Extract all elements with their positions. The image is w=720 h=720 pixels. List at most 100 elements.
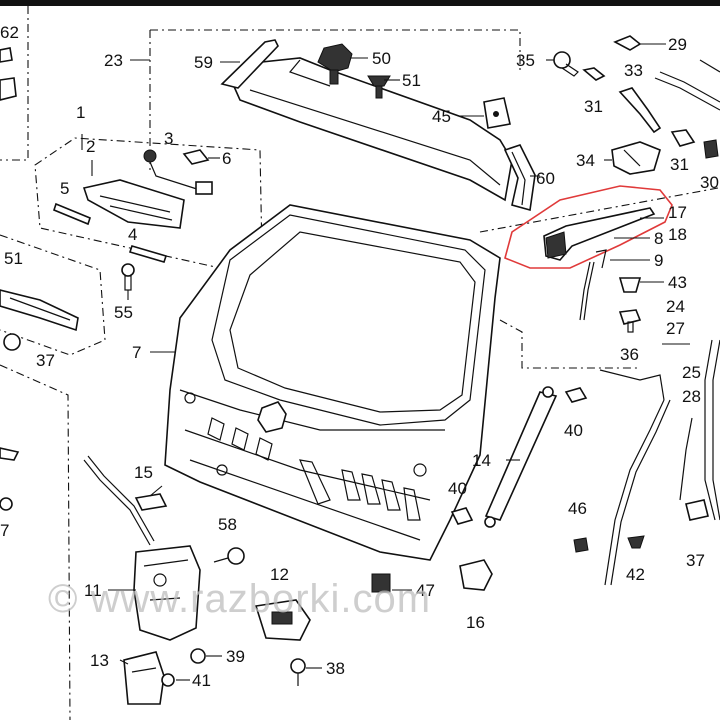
wiper-nozzle-59 [220,39,279,89]
label-11: 11 [84,581,102,600]
label-46: 46 [568,499,587,518]
clip-47 [371,573,391,593]
label-39: 39 [226,647,245,666]
group-box-17 [479,187,719,233]
label-6: 6 [222,149,231,168]
label-62: 62 [0,23,19,42]
label-16: 16 [466,613,485,632]
harness-24 [599,369,671,586]
clip-29 [613,35,642,51]
spoiler-seal-60 [503,144,536,212]
strip-4 [128,245,168,263]
label-8: 8 [654,229,663,248]
clip-51-top [367,75,391,99]
strip-2 [53,202,91,226]
label-2: 2 [86,137,95,156]
label-7-left: 7 [0,521,9,540]
latch-11 [133,545,201,641]
bolt-40-b [450,507,474,525]
label-4: 4 [128,225,137,244]
bolt-58 [213,547,245,565]
label-37-b: 37 [686,551,705,570]
label-38: 38 [326,659,345,678]
group-box-14 [499,319,640,369]
label-17: 17 [668,203,687,222]
stay-14 [484,386,558,528]
label-45: 45 [432,107,451,126]
label-41: 41 [192,671,211,690]
bumper-16 [459,559,493,591]
label-59: 59 [194,53,213,72]
label-51-left: 51 [4,249,23,268]
tailgate-panel [164,204,501,561]
label-33: 33 [624,61,643,80]
label-30: 30 [700,173,719,192]
connector-31-b [670,129,696,147]
label-60: 60 [536,169,555,188]
label-37-a: 37 [36,351,55,370]
grommet-43 [618,277,642,293]
label-43: 43 [668,273,687,292]
label-25: 25 [682,363,701,382]
bolt-41 [161,673,175,687]
label-35: 35 [516,51,535,70]
clip-42 [627,535,645,549]
label-18: 18 [668,225,687,244]
label-23: 23 [104,51,123,70]
connector-31-a [582,67,606,81]
label-28: 28 [682,387,701,406]
label-36: 36 [620,345,639,364]
label-29: 29 [668,35,687,54]
group-box-23-top [150,29,521,70]
leader-13 [119,659,129,665]
pad-45 [483,97,511,129]
label-24: 24 [666,297,685,316]
bracket-8 [595,249,607,269]
group-box-1 [34,137,263,269]
part-62 [0,47,17,101]
watermark: © www.razborki.com [48,577,431,621]
bolt-37-a [3,333,21,351]
bulb-6 [182,149,210,165]
label-5: 5 [60,179,69,198]
hose-33 [618,59,720,134]
weatherstrip-25 [704,339,720,521]
label-31-b: 31 [670,155,689,174]
highlight-outline [504,185,673,269]
cable-11 [83,455,155,546]
leader-15 [149,485,163,497]
label-34: 34 [576,151,595,170]
label-51-top: 51 [402,71,421,90]
label-27: 27 [666,319,685,338]
label-40-a: 40 [564,421,583,440]
label-14: 14 [472,451,491,470]
label-50: 50 [372,49,391,68]
handle-13 [123,651,165,705]
clip-30 [703,139,719,159]
bolt-36 [618,309,642,333]
pad-15 [134,493,168,511]
switch-12 [254,599,311,641]
label-31-a: 31 [584,97,603,116]
group-box-51 [0,234,106,356]
label-40-b: 40 [448,479,467,498]
bolt-38 [290,658,306,686]
garnish-51-left [0,289,79,332]
clip-50 [317,43,353,85]
label-3: 3 [164,129,173,148]
label-7: 7 [132,343,141,362]
cable-9 [579,261,595,321]
screw-55 [121,263,135,291]
label-47: 47 [416,581,435,600]
top-border [0,0,720,6]
label-42: 42 [626,565,645,584]
label-9: 9 [654,251,663,270]
wiper-motor-17 [543,207,656,261]
nozzle-34 [611,141,661,175]
group-box-left [0,364,71,720]
garnish-5 [82,179,185,229]
strip-28 [679,417,693,501]
label-15: 15 [134,463,153,482]
